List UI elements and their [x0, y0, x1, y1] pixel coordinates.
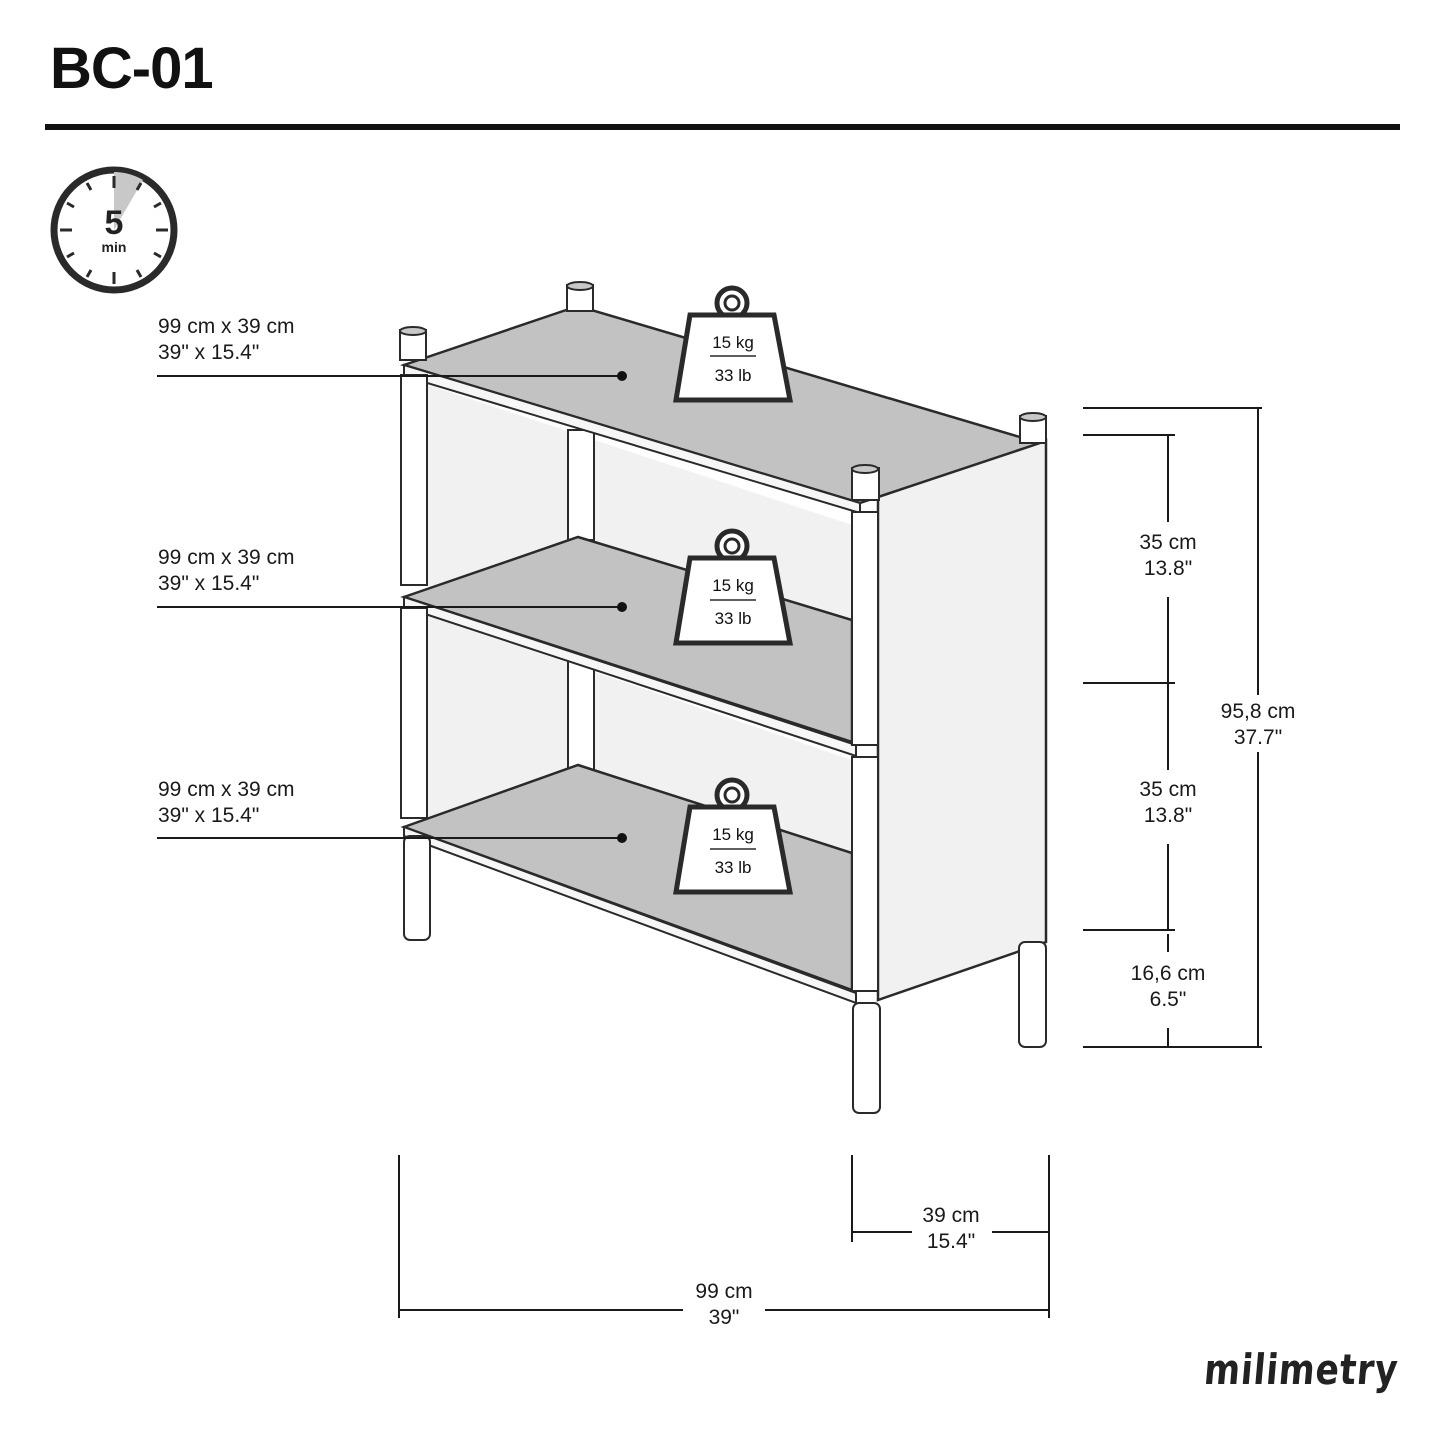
dim-imperial: 37.7" — [1233, 726, 1283, 749]
dim-metric: 35 cm — [1139, 778, 1197, 801]
page-title: BC-01 — [50, 36, 214, 101]
dim-compartment-top: 35 cm 13.8" — [1118, 530, 1218, 582]
front-leg-right — [851, 464, 881, 1114]
weight-icon: 15 kg 33 lb — [673, 777, 794, 895]
dim-metric: 99 cm — [695, 1280, 753, 1303]
shelf-size-imperial: 39" x 15.4" — [158, 572, 260, 595]
shelf-size-label-bottom: 99 cm x 39 cm 39" x 15.4" — [158, 777, 295, 829]
weight-lb: 33 lb — [715, 858, 752, 877]
shelf-size-label-top: 99 cm x 39 cm 39" x 15.4" — [158, 314, 295, 366]
brand-logo: milimetry — [1201, 1345, 1400, 1394]
dim-compartment-bottom: 35 cm 13.8" — [1118, 777, 1218, 829]
weight-kg: 15 kg — [712, 576, 754, 595]
weight-kg: 15 kg — [712, 825, 754, 844]
dim-metric: 16,6 cm — [1130, 962, 1206, 985]
weight-kg: 15 kg — [712, 333, 754, 352]
title-divider — [45, 124, 1400, 130]
dim-imperial: 15.4" — [926, 1230, 976, 1253]
dim-metric: 35 cm — [1139, 531, 1197, 554]
leader-dot — [617, 833, 627, 843]
shelf-size-imperial: 39" x 15.4" — [158, 804, 260, 827]
width-dimension-lines — [398, 1155, 1050, 1318]
shelf-size-metric: 99 cm x 39 cm — [158, 546, 295, 569]
assembly-time-unit: min — [102, 239, 127, 255]
dim-leg-height: 16,6 cm 6.5" — [1108, 961, 1228, 1013]
weight-lb: 33 lb — [715, 366, 752, 385]
shelf-size-metric: 99 cm x 39 cm — [158, 315, 295, 338]
side-panel — [876, 438, 1048, 1002]
weight-lb: 33 lb — [715, 609, 752, 628]
dim-imperial: 13.8" — [1143, 804, 1193, 827]
dim-imperial: 39" — [708, 1306, 740, 1329]
rear-leg-left — [567, 429, 595, 771]
weight-icon: 15 kg 33 lb — [673, 285, 794, 403]
dim-depth: 39 cm 15.4" — [900, 1203, 1002, 1255]
weight-icon: 15 kg 33 lb — [673, 528, 794, 646]
front-leg-left — [399, 326, 431, 941]
assembly-time-value: 5 — [105, 204, 124, 242]
dim-metric: 95,8 cm — [1220, 700, 1296, 723]
leader-dot — [617, 602, 627, 612]
shelf-size-metric: 99 cm x 39 cm — [158, 778, 295, 801]
dim-metric: 39 cm — [922, 1204, 980, 1227]
rear-leg-right — [1018, 412, 1047, 1048]
shelf-size-imperial: 39" x 15.4" — [158, 341, 260, 364]
dim-total-height: 95,8 cm 37.7" — [1198, 699, 1318, 751]
dim-imperial: 13.8" — [1143, 557, 1193, 580]
stopwatch-icon: 5 min — [50, 166, 178, 294]
shelf-size-label-middle: 99 cm x 39 cm 39" x 15.4" — [158, 545, 295, 597]
rear-leg-cap — [566, 281, 594, 312]
dim-width: 99 cm 39" — [674, 1279, 774, 1331]
height-dimension-lines — [1083, 407, 1262, 1048]
shelf-leaders — [157, 375, 622, 839]
leader-dot — [617, 371, 627, 381]
dim-imperial: 6.5" — [1149, 988, 1187, 1011]
